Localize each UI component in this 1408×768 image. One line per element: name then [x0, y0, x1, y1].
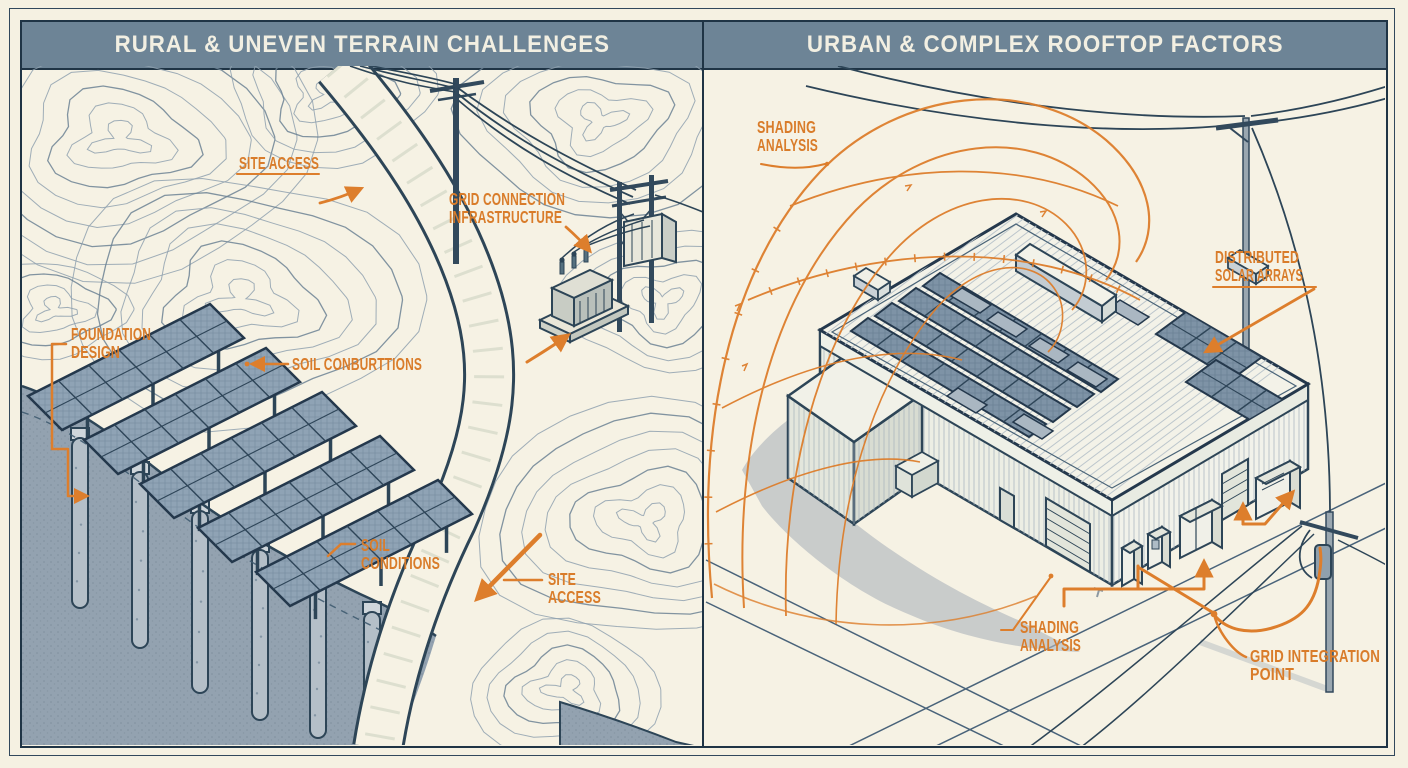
- label-shading-top-2: ANALYSIS: [757, 135, 818, 155]
- rollup-door-front: [1045, 496, 1091, 574]
- foundation-leader-arrow: [50, 342, 91, 505]
- distributed-arrow: [1203, 287, 1316, 354]
- label-soil-mid: SOIL CONBURTTIONS: [292, 354, 422, 374]
- shading-bottom-dot: [1048, 573, 1054, 579]
- label-foundation-1: FOUNDATION: [71, 324, 151, 344]
- label-site-access-top: SITE ACCESS: [239, 153, 319, 173]
- terrain-mound: [559, 700, 695, 745]
- pole-transformer-can: [1314, 544, 1332, 580]
- power-lines: [805, 66, 1385, 745]
- entry-door: [999, 486, 1015, 530]
- ground-mount-solar-arrays: [25, 302, 475, 620]
- transformer-arrow: [525, 333, 571, 364]
- right-panel-header: URBAN & COMPLEX ROOFTOP FACTORS: [704, 22, 1386, 70]
- label-foundation-2: DESIGN: [71, 342, 120, 362]
- label-grid-integration-1: GRID INTEGRATION: [1250, 646, 1380, 666]
- sun-path-dome: [704, 98, 1151, 626]
- right-annotations: [760, 161, 1323, 659]
- street-grid: [705, 482, 1385, 745]
- warehouse-building: [785, 212, 1311, 588]
- shading-top-leader: [760, 163, 826, 169]
- left-panel-header: RURAL & UNEVEN TERRAIN CHALLENGES: [22, 22, 703, 70]
- label-grid-integration-2: POINT: [1250, 664, 1294, 684]
- site-access-top-arrow: [318, 186, 365, 205]
- label-distributed-2: SOLAR ARRAYS: [1215, 265, 1303, 285]
- routing-bracket-1: [1062, 558, 1214, 608]
- terrain-cross-section: [22, 386, 436, 745]
- right-illustration: SHADING ANALYSIS DISTRIBUTED SOLAR ARRAY…: [704, 66, 1385, 745]
- rooftop-unit-right: [1226, 248, 1270, 286]
- dome-tick-marks: [704, 226, 1121, 545]
- left-annotations: [50, 173, 592, 603]
- entry-step: [894, 450, 940, 499]
- soil-bottom-leader: [326, 542, 357, 558]
- site-access-bottom-arrow: [474, 532, 543, 603]
- roof-inner-line: [830, 223, 1298, 489]
- grid-integration-leader: [1213, 616, 1248, 659]
- switchgear-cabinet: [1177, 498, 1225, 560]
- right-panel-title: URBAN & COMPLEX ROOFTOP FACTORS: [806, 31, 1284, 58]
- label-soil-bottom-1: SOIL: [361, 535, 390, 555]
- label-shading-bottom-2: ANALYSIS: [1020, 635, 1081, 655]
- grid-connection-leader-arrow: [564, 225, 592, 254]
- h-frame-structure: [609, 175, 702, 332]
- shading-top-dot: [824, 161, 830, 167]
- rooftop-unit-left: [852, 266, 892, 302]
- access-road: [318, 66, 516, 745]
- label-site-access-bottom-2: ACCESS: [548, 587, 601, 607]
- label-shading-top-1: SHADING: [757, 117, 816, 137]
- soil-mid-dot: [244, 361, 250, 367]
- left-panel-title: RURAL & UNEVEN TERRAIN CHALLENGES: [114, 31, 611, 58]
- left-illustration: SITE ACCESS GRID CONNECTION INFRASTRUCTU…: [22, 66, 702, 745]
- rooftop-penthouse: [1014, 242, 1118, 325]
- label-shading-bottom-1: SHADING: [1020, 617, 1079, 637]
- shading-bottom-leader: [1000, 577, 1051, 631]
- routing-bracket-2b: [1241, 489, 1296, 526]
- label-soil-bottom-2: CONDITIONS: [361, 553, 440, 573]
- label-grid-connection-2: INFRASTRUCTURE: [449, 207, 562, 227]
- label-site-access-bottom-1: SITE: [548, 569, 576, 589]
- utility-pole: [349, 66, 637, 264]
- inverter-cabinet-1: [1120, 539, 1144, 588]
- inverter-cabinet-2: [1145, 525, 1173, 571]
- label-grid-connection-1: GRID CONNECTION: [449, 189, 565, 209]
- label-distributed-1: DISTRIBUTED: [1215, 247, 1299, 267]
- service-drop-wire: [1214, 546, 1323, 633]
